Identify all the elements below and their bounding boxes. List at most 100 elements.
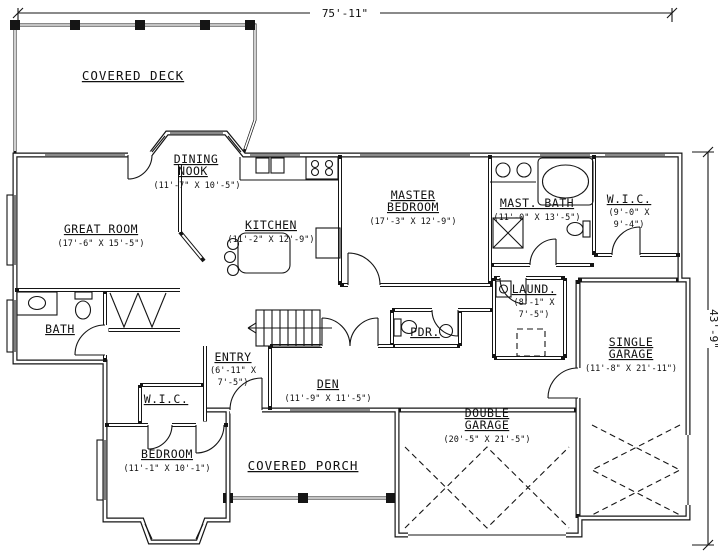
- toilet-bowl: [400, 319, 418, 335]
- den-double-doors: [321, 317, 379, 347]
- kitchen-fixtures: [223, 156, 341, 277]
- covered-porch-label: COVERED PORCH: [248, 458, 359, 473]
- covered-deck-label: COVERED DECK: [82, 68, 184, 83]
- garage-man-door: [547, 367, 579, 399]
- covered-porch-outline: [223, 493, 397, 503]
- deck-post: [70, 20, 80, 30]
- stove-burner: [324, 167, 334, 177]
- deck-door: [127, 154, 153, 180]
- bedroom-size: (11'-1" X 10'-1"): [124, 464, 211, 474]
- master-wic-size-1: (9'-0" X: [609, 208, 651, 218]
- kitchen-label: KITCHEN: [245, 218, 297, 232]
- porch-post: [298, 493, 308, 503]
- laundry-size-2: 7'-5"): [519, 310, 550, 320]
- window-glass-lines: [14, 132, 665, 541]
- stove-burner: [310, 159, 320, 169]
- master-bath-door: [529, 238, 557, 266]
- porch-post: [386, 493, 396, 503]
- dining-nook-label-2: NOOK: [178, 164, 208, 178]
- kitchen-sink-bowl: [270, 157, 285, 174]
- exterior-wall-core: [13, 131, 690, 544]
- kitchen-size: (11'-2" X 12'-9"): [228, 235, 315, 245]
- bedroom-label: BEDROOM: [141, 447, 193, 461]
- bedroom-wic-door: [147, 424, 173, 450]
- front-door: [229, 377, 263, 411]
- room-labels: COVERED DECK DINING NOOK (11'-7" X 10'-5…: [45, 68, 677, 474]
- deck-post: [245, 20, 255, 30]
- double-garage-label-1: DOUBLE: [465, 406, 510, 420]
- doors: [74, 154, 641, 454]
- dimensions: 75'-11" 43'-9": [12, 7, 720, 551]
- kitchen-counter: [239, 157, 338, 181]
- kitchen-island: [237, 232, 291, 274]
- master-wic-size-2: 9'-4"): [614, 220, 645, 230]
- garage-door-panels: [408, 435, 689, 536]
- toilet-tank: [582, 220, 591, 238]
- toilet-bowl: [74, 300, 92, 320]
- covered-deck-outline: [10, 20, 257, 155]
- bath-door: [74, 324, 106, 356]
- den-size: (11'-9" X 11'-5"): [285, 394, 372, 404]
- single-garage-size: (11'-8" X 21'-11"): [585, 364, 677, 374]
- stairs: [247, 309, 332, 347]
- master-bedroom-size: (17'-3" X 12'-9"): [370, 217, 457, 227]
- window-sill: [6, 194, 14, 266]
- bedroom-wic-label: W.I.C.: [144, 392, 189, 406]
- entry-size-2: 7'-5"): [218, 378, 249, 388]
- powder-sink: [438, 323, 454, 339]
- stair-direction-arrow: [247, 322, 332, 334]
- window-sill: [96, 439, 104, 501]
- master-bath-size: (11'-0" X 13'-5"): [494, 213, 581, 223]
- closet-doors: [109, 292, 167, 329]
- window-sill: [6, 299, 14, 353]
- vanity-sink: [495, 162, 511, 178]
- bath-sink: [27, 295, 47, 311]
- right-dimension-text: 43'-9": [707, 309, 720, 349]
- laundry-label: LAUND.: [512, 282, 557, 296]
- master-bath-label: MAST. BATH: [500, 196, 574, 210]
- entry-label: ENTRY: [214, 350, 251, 364]
- top-dimension-text: 75'-11": [322, 7, 368, 20]
- tub-platform: [537, 157, 594, 206]
- dining-nook-size: (11'-7" X 10'-5"): [154, 181, 241, 191]
- shower-glass-x: [492, 217, 524, 249]
- stove: [305, 156, 339, 180]
- laundry-fixtures: [495, 280, 546, 357]
- great-room-label: GREAT ROOM: [64, 222, 138, 236]
- garage-door-swing-x: [404, 424, 682, 529]
- master-bedroom-door: [347, 252, 381, 286]
- exterior-walls: [12, 130, 691, 545]
- bath-label: BATH: [45, 322, 75, 336]
- bathtub: [541, 164, 590, 199]
- entry-size-1: (6'-11" X: [210, 366, 257, 376]
- laundry-size-1: (8'-1" X: [514, 298, 556, 308]
- deck-post: [135, 20, 145, 30]
- deck-post: [200, 20, 210, 30]
- master-wic-door: [611, 226, 641, 256]
- refrigerator: [315, 227, 341, 259]
- bath-fixtures: [16, 291, 93, 320]
- bath-vanity: [16, 291, 58, 316]
- kitchen-sink-bowl: [255, 157, 270, 174]
- laundry-door: [499, 277, 527, 305]
- toilet-tank: [74, 291, 93, 300]
- master-bedroom-label-1: MASTER: [391, 188, 436, 202]
- laundry-sink-basin: [498, 284, 509, 294]
- right-dimension-line: [692, 146, 714, 551]
- bar-stool: [226, 263, 240, 277]
- great-room-size: (17'-6" X 15'-5"): [58, 239, 145, 249]
- bedroom-door: [195, 424, 225, 454]
- den-label: DEN: [317, 377, 339, 391]
- dining-nook-label-1: DINING: [174, 152, 219, 166]
- deck-post: [10, 20, 20, 30]
- laundry-sink: [495, 280, 512, 298]
- single-garage-label-1: SINGLE: [609, 335, 654, 349]
- top-dimension-line: [12, 7, 678, 22]
- master-bath-fixtures: [490, 157, 594, 249]
- powder-label: PDR.: [410, 325, 440, 339]
- garage-doors: [404, 424, 689, 536]
- single-garage-label-2: GARAGE: [609, 347, 654, 361]
- bifold-closet-chevrons: [109, 292, 167, 329]
- bar-stool: [226, 237, 240, 251]
